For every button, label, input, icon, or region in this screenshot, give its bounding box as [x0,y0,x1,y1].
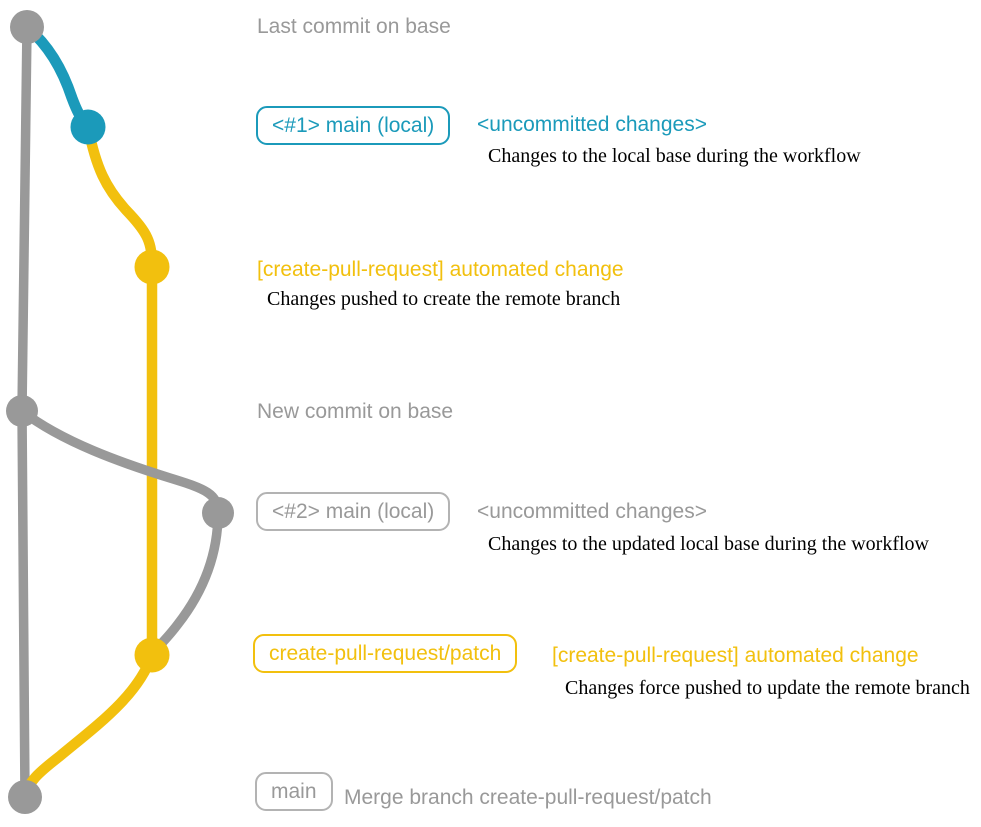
branch-badge-main-local-1: <#1> main (local) [256,106,451,146]
merge-edge [19,649,158,803]
uncommitted-changes-edge-1 [21,21,94,133]
commit-node-local-main-1 [70,109,106,145]
heading-last-commit-on-base: Last commit on base [257,15,451,38]
branch-badge-main: main [255,772,333,812]
note-uncommitted-changes-2: <uncommitted changes> [477,500,707,523]
commit-node-last-commit-on-base [10,10,44,44]
desc-local-base-changes-2: Changes to the updated local base during… [488,533,929,555]
commit-message-merge-branch: Merge branch create-pull-request/patch [344,786,712,809]
desc-changes-pushed: Changes pushed to create the remote bran… [267,288,621,310]
commit-node-merge-commit [8,780,42,814]
branch-badge-main-local-2: <#2> main (local) [256,492,451,532]
rebase-edge [17,406,223,660]
commit-node-remote-branch-updated [134,637,170,673]
commit-message-automated-change-1: [create-pull-request] automated change [257,258,624,281]
commit-node-remote-branch-created [134,249,170,285]
note-uncommitted-changes-1: <uncommitted changes> [477,113,707,136]
commit-node-new-commit-on-base [6,395,38,427]
commit-message-automated-change-2: [create-pull-request] automated change [552,644,919,667]
desc-local-base-changes-1: Changes to the local base during the wor… [488,145,861,167]
remote-branch-edge [82,121,158,661]
desc-changes-force-pushed: Changes force pushed to update the remot… [565,677,970,699]
commit-graph [6,10,234,814]
commit-node-local-main-2 [202,497,234,529]
heading-new-commit-on-base: New commit on base [257,400,454,423]
branch-badge-create-pull-request-patch: create-pull-request/patch [253,634,518,674]
